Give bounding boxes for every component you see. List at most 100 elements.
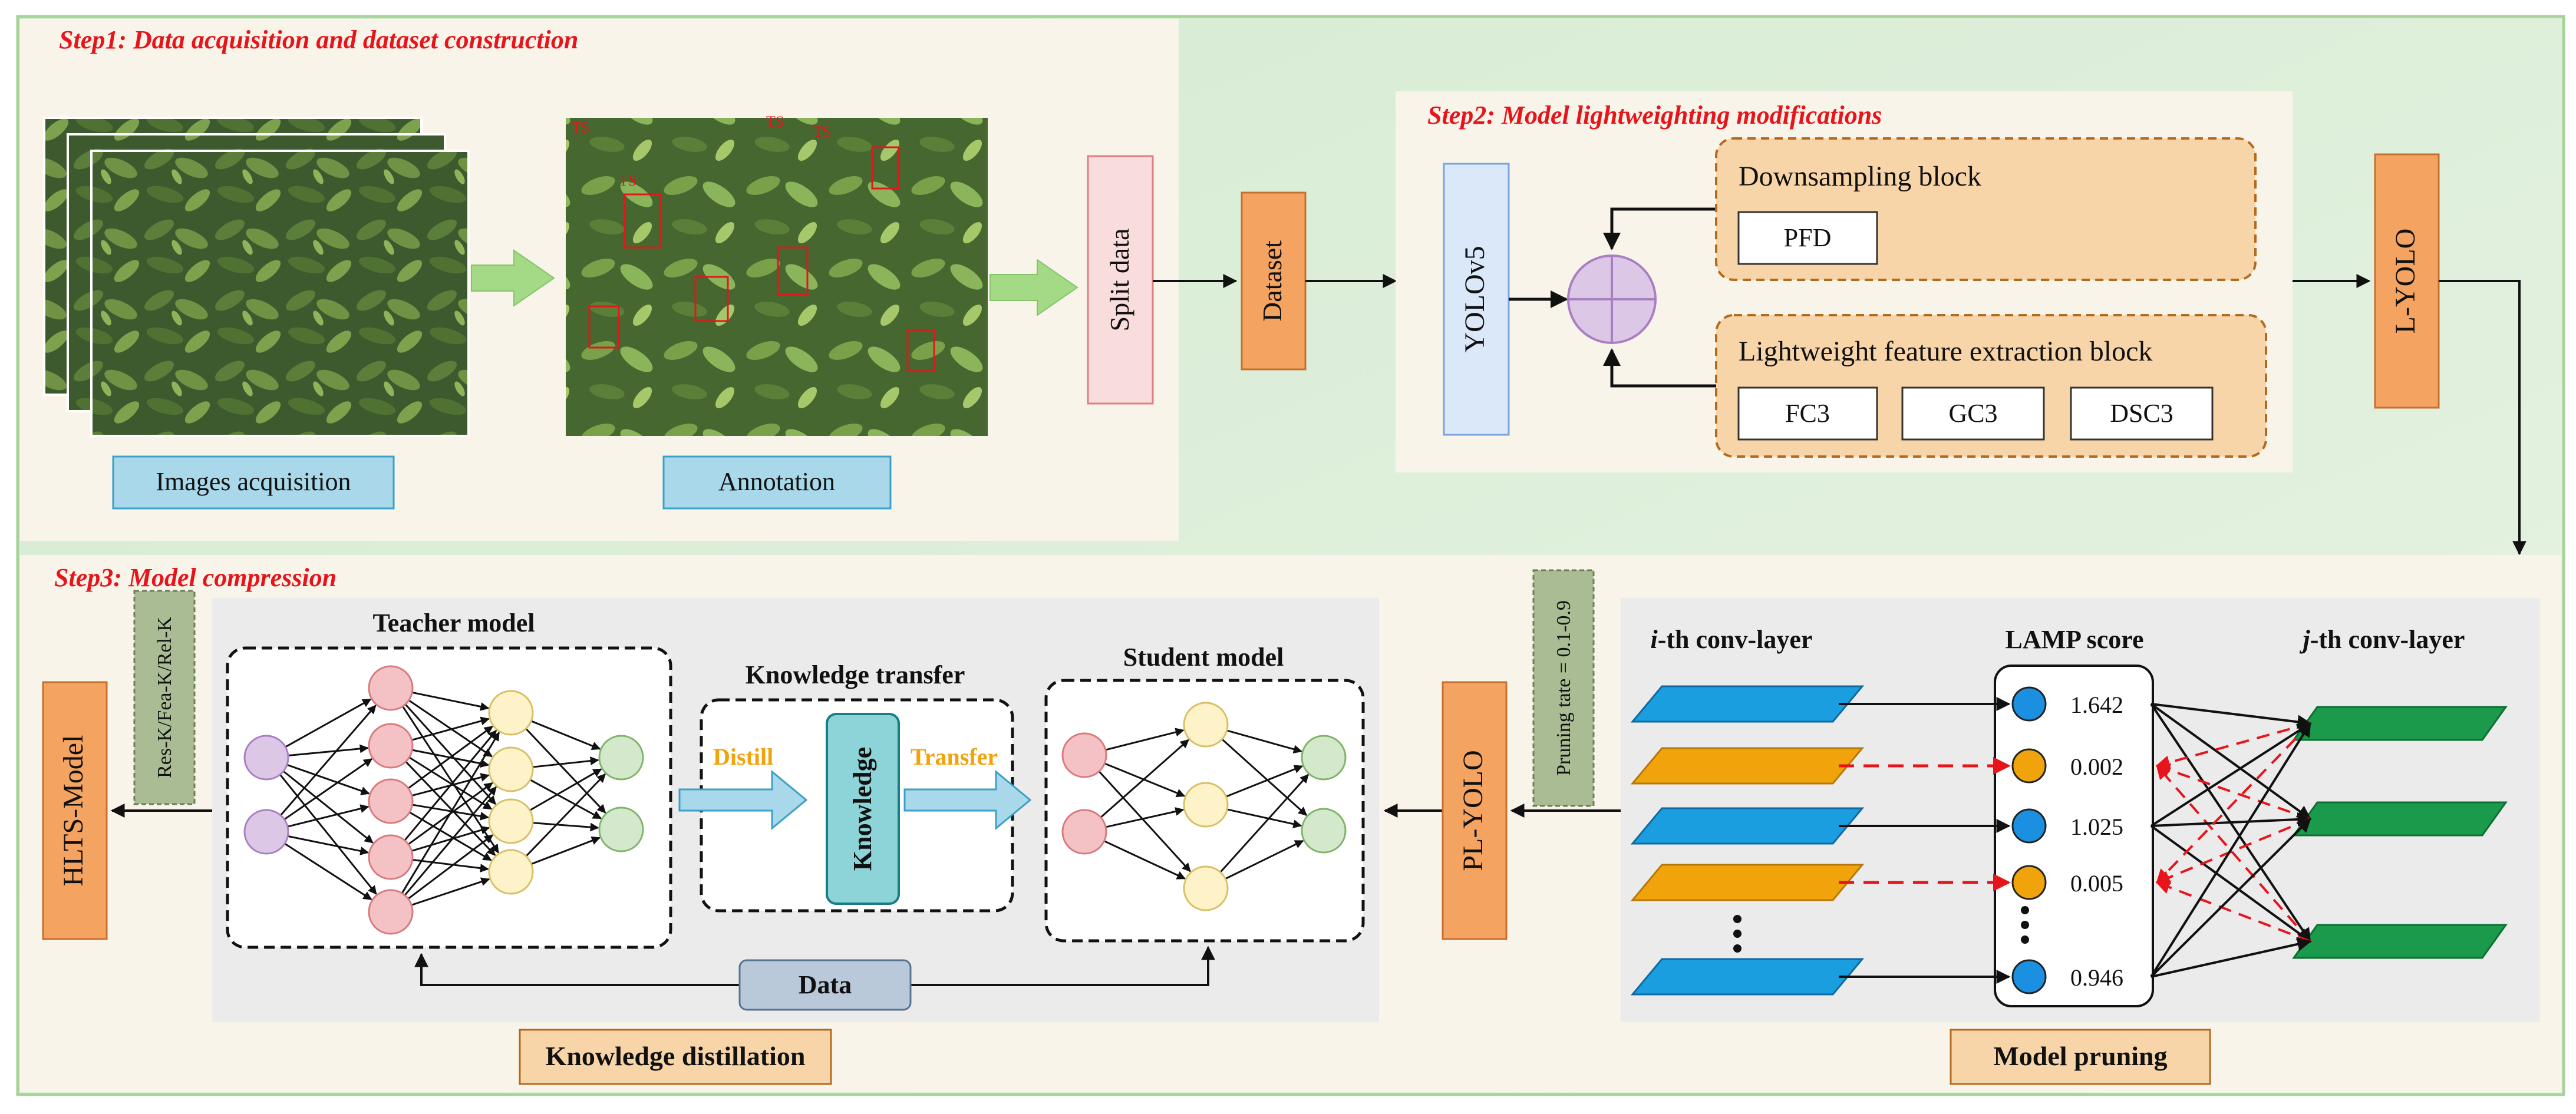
teacher-edge (525, 773, 606, 857)
arrow-lfe-to-adder (1603, 348, 1716, 388)
ellipsis-left (1733, 915, 1741, 953)
teacher-edge (401, 732, 500, 894)
i-conv-label: i-th conv-layer (1651, 625, 1813, 654)
student-node (1183, 702, 1229, 748)
lightweight-feature-block: Lightweight feature extraction block FC3… (1715, 314, 2267, 458)
pruned-connection (2155, 763, 2311, 820)
teacher-edge (529, 768, 602, 811)
model-pruning-caption: Model pruning (1950, 1029, 2211, 1085)
student-edge (1226, 808, 1302, 829)
svg-text:TS: TS (619, 172, 636, 189)
knowledge-box: Knowledge (826, 713, 900, 905)
teacher-node (368, 723, 414, 769)
distill-label: Distill (713, 743, 773, 770)
knowledge-transfer-label: Knowledge transfer (746, 660, 965, 689)
i-conv-layer-bar (1630, 807, 1865, 845)
pruning-layers: 1.642 0.002 1.025 0.005 0.946 (1630, 685, 2508, 996)
lamp-score-value: 0.005 (2070, 870, 2123, 897)
student-network (1061, 702, 1347, 911)
student-edge (1225, 839, 1304, 880)
svg-text:L-YOLO: L-YOLO (2390, 229, 2421, 334)
teacher-frame (226, 646, 672, 949)
distill-arrow (678, 769, 808, 831)
lamp-to-j-arrow (2150, 703, 2311, 820)
lamp-score-value: 0.002 (2070, 753, 2123, 780)
lamp-score-value: 0.946 (2070, 964, 2123, 991)
svg-text:Pruning tate = 0.1-0.9: Pruning tate = 0.1-0.9 (1553, 600, 1575, 776)
transfer-label: Transfer (911, 743, 998, 770)
teacher-edge (408, 699, 493, 758)
teacher-edge (530, 720, 601, 751)
svg-text:YOLOv5: YOLOv5 (1459, 246, 1490, 352)
svg-text:Model pruning: Model pruning (1993, 1041, 2167, 1071)
svg-text:HLTS-Model: HLTS-Model (58, 735, 89, 887)
teacher-edge (283, 758, 373, 821)
lamp-to-j-arrow (2150, 703, 2312, 729)
teacher-edge (411, 691, 490, 711)
lamp-score-value: 1.025 (2070, 814, 2123, 840)
lamp-to-j-arrow (2150, 818, 2311, 978)
step2-panel: Step2: Model lightweighting modification… (1396, 91, 2293, 472)
annotation-photo: TS TS TS TS (566, 113, 988, 436)
svg-text:TS: TS (572, 119, 589, 136)
teacher-edge (412, 859, 489, 873)
images-acquisition-caption: Images acquisition (112, 455, 395, 510)
lamp-score-node (2011, 865, 2047, 900)
lamp-score-value: 1.642 (2070, 692, 2123, 718)
data-box: Data (738, 959, 912, 1011)
teacher-node (598, 806, 644, 852)
i-conv-layer-bar (1630, 864, 1865, 901)
teacher-network (243, 665, 644, 935)
flow-arrow-2 (989, 259, 1078, 316)
svg-text:PL-YOLO: PL-YOLO (1457, 750, 1489, 871)
teacher-node (368, 778, 414, 824)
svg-text:Data: Data (799, 970, 852, 999)
teacher-edge (411, 825, 490, 852)
svg-text:TS: TS (766, 113, 784, 130)
teacher-node (243, 735, 289, 781)
svg-text:Knowledge distillation: Knowledge distillation (546, 1041, 806, 1071)
pruned-connection (2155, 818, 2311, 884)
teacher-edge (411, 877, 490, 906)
svg-text:Images acquisition: Images acquisition (156, 467, 351, 496)
annotation-caption: Annotation (662, 455, 892, 510)
teacher-edge (529, 779, 602, 819)
lamp-score-node (2011, 748, 2047, 784)
step1-title: Step1: Data acquisition and dataset cons… (59, 25, 578, 54)
teacher-edge (532, 822, 599, 832)
arrow-downsampling-to-adder (1603, 207, 1716, 250)
lamp-to-j-arrow (2150, 825, 2311, 943)
teacher-edge (404, 786, 497, 896)
teacher-edge (408, 756, 493, 810)
dsc3-label: DSC3 (2110, 399, 2173, 428)
student-node (1183, 782, 1229, 828)
split-data-box: Split data (1087, 155, 1154, 405)
student-node (1183, 865, 1229, 911)
svg-text:Annotation: Annotation (718, 467, 835, 496)
data-to-teacher-arrow (414, 953, 740, 986)
j-conv-label: j-th conv-layer (2300, 625, 2465, 654)
data-to-student-arrow (911, 946, 1215, 986)
teacher-edge (280, 705, 377, 816)
pfd-label: PFD (1784, 223, 1832, 252)
images-acquisition-photo (43, 117, 470, 437)
hlts-model-box: HLTS-Model (42, 681, 108, 940)
knowledge-distillation-caption: Knowledge distillation (519, 1029, 832, 1085)
pruned-connection (2155, 722, 2311, 769)
svg-text:Lightweight feature extraction: Lightweight feature extraction block (1739, 336, 2152, 367)
teacher-edge (286, 763, 370, 795)
svg-text:Res-K/Fea-K/Rel-K: Res-K/Fea-K/Rel-K (154, 617, 176, 778)
svg-text:Split data: Split data (1104, 228, 1134, 331)
teacher-edge (532, 756, 599, 768)
lamp-to-j-arrow (2150, 722, 2311, 978)
teacher-label: Teacher model (373, 609, 535, 637)
i-conv-layer-bar (1630, 958, 1865, 996)
student-edge (1105, 728, 1185, 751)
teacher-edge (282, 770, 374, 844)
student-node (1061, 732, 1107, 778)
teacher-edge (409, 811, 492, 861)
student-edge (1221, 738, 1308, 817)
lamp-score-node (2011, 686, 2047, 722)
student-edge (1100, 739, 1189, 818)
